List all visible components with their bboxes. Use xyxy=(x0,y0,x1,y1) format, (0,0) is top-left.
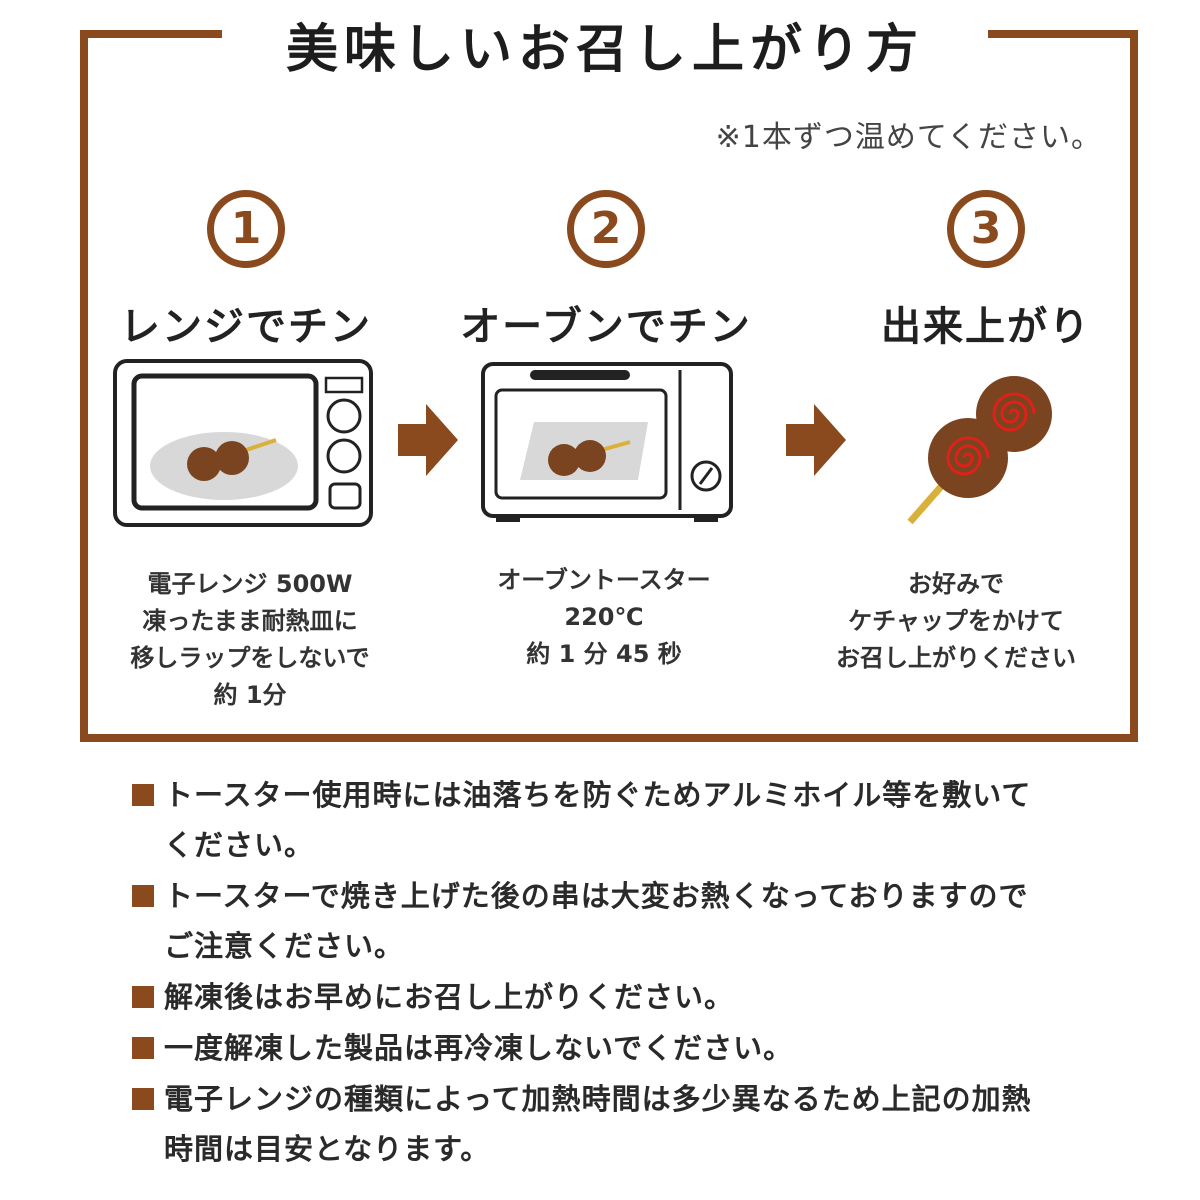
bullet-square-icon xyxy=(132,1037,154,1059)
bullet-line: 解凍後はお早めにお召し上がりください。 xyxy=(164,980,735,1014)
step-number-3: 3 xyxy=(947,190,1025,268)
page-title: 美味しいお召し上がり方 xyxy=(222,10,988,90)
desc-line: オーブントースター xyxy=(497,566,711,594)
desc-line: 約 1 分 45 秒 xyxy=(526,640,682,668)
step-2: 2 オーブンでチン xyxy=(426,190,786,352)
bullet-line: ご注意ください。 xyxy=(164,929,405,963)
bullet-square-icon xyxy=(132,1088,154,1110)
bullet-line: 電子レンジの種類によって加熱時間は多少異なるため上記の加熱 xyxy=(164,1082,1032,1116)
bullet-line: トースター使用時には油落ちを防ぐためアルミホイル等を敷いて xyxy=(164,778,1032,812)
step-3: 3 出来上がり xyxy=(806,190,1166,352)
list-item: 解凍後はお早めにお召し上がりください。 xyxy=(132,972,1102,1022)
list-item: 電子レンジの種類によって加熱時間は多少異なるため上記の加熱 時間は目安となります… xyxy=(132,1074,1102,1174)
list-item: トースター使用時には油落ちを防ぐためアルミホイル等を敷いて ください。 xyxy=(132,770,1102,870)
microwave-icon xyxy=(113,359,373,527)
step-number-2: 2 xyxy=(567,190,645,268)
list-item: トースターで焼き上げた後の串は大変お熱くなっておりますので ご注意ください。 xyxy=(132,871,1102,971)
step-title-3: 出来上がり xyxy=(881,304,1091,350)
desc-line: ケチャップをかけて xyxy=(848,607,1064,635)
bullet-line: 時間は目安となります。 xyxy=(164,1132,491,1166)
caution-list: トースター使用時には油落ちを防ぐためアルミホイル等を敷いて ください。 トースタ… xyxy=(132,770,1102,1175)
desc-line: 移しラップをしないで xyxy=(130,644,370,672)
bullet-square-icon xyxy=(132,885,154,907)
list-item: 一度解凍した製品は再冷凍しないでください。 xyxy=(132,1023,1102,1073)
desc-line: お召し上がりください xyxy=(836,644,1076,672)
bullet-line: トースターで焼き上げた後の串は大変お熱くなっておりますので xyxy=(164,879,1029,913)
step-title-2: オーブンでチン xyxy=(460,304,752,350)
bullet-line: 一度解凍した製品は再冷凍しないでください。 xyxy=(164,1031,794,1065)
step-number-1: 1 xyxy=(207,190,285,268)
arrow-right-icon xyxy=(786,404,846,476)
desc-line: お好みで xyxy=(908,570,1004,598)
arrow-right-icon xyxy=(398,404,458,476)
step-2-description: オーブントースター 220℃ 約 1 分 45 秒 xyxy=(424,562,784,673)
bullet-line: ください。 xyxy=(164,828,315,862)
warming-note: ※1本ずつ温めてください。 xyxy=(715,120,1102,155)
step-1-description: 電子レンジ 500W 凍ったまま耐熱皿に 移しラップをしないで 約 1分 xyxy=(70,566,430,714)
bullet-square-icon xyxy=(132,784,154,806)
step-3-description: お好みで ケチャップをかけて お召し上がりください xyxy=(776,566,1136,677)
dango-skewer-icon xyxy=(907,376,1052,525)
bullet-square-icon xyxy=(132,986,154,1008)
desc-line: 約 1分 xyxy=(213,681,287,709)
step-title-1: レンジでチン xyxy=(120,304,372,350)
toaster-oven-icon xyxy=(481,362,733,522)
desc-line: 凍ったまま耐熱皿に xyxy=(142,607,358,635)
step-1: 1 レンジでチン xyxy=(66,190,426,352)
desc-line: 電子レンジ 500W xyxy=(147,570,353,598)
desc-line: 220℃ xyxy=(564,603,644,631)
